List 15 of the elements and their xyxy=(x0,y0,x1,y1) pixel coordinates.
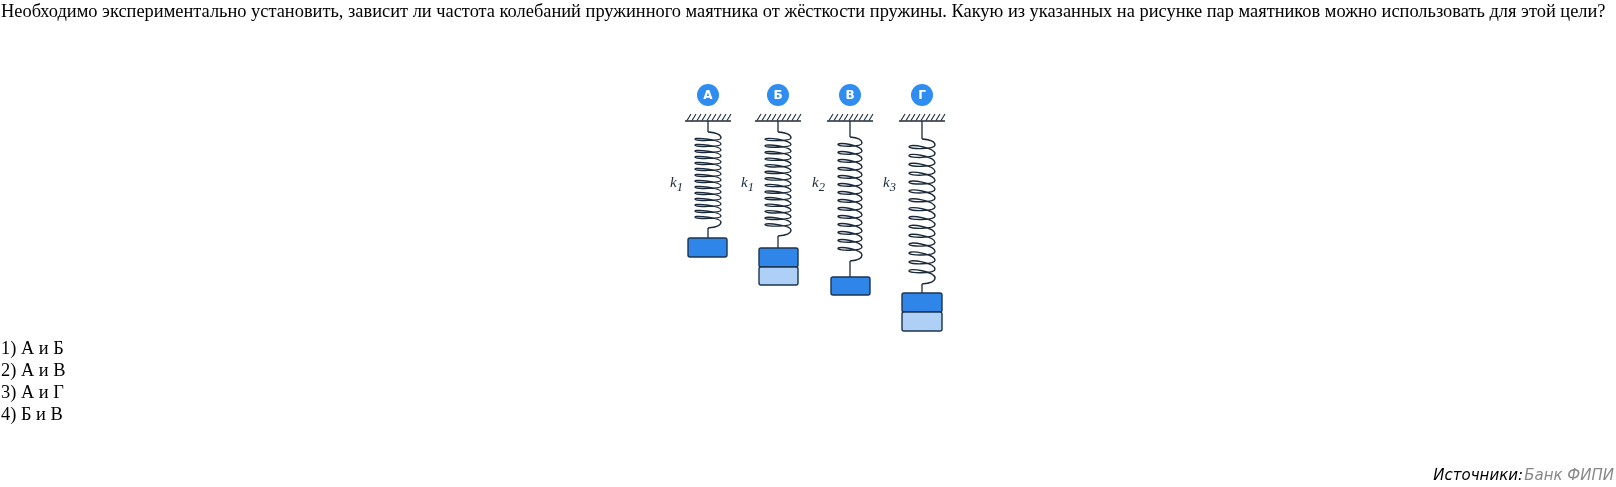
source-label: Источники: xyxy=(1433,466,1523,484)
answer-option: 2) А и В xyxy=(1,360,66,381)
letter-badge: Б xyxy=(767,84,789,106)
answer-option: 3) А и Г xyxy=(1,382,64,403)
answer-option: 4) Б и В xyxy=(1,404,63,425)
stiffness-label: k$_{1}$ xyxy=(670,174,683,196)
letter-badge: А xyxy=(697,84,719,106)
stiffness-label: k$_{1}$ xyxy=(741,174,754,196)
stiffness-label: k$_{3}$ xyxy=(883,174,896,196)
question-text: Необходимо экспериментально установить, зависит ли частота колебаний пружинного маятника от жёсткости пружины. Какую из указанных на рисунке пар маятников можно использовать для этой цели? xyxy=(1,1,1607,22)
letter-badge: Г xyxy=(911,84,933,106)
source-name: Банк ФИПИ xyxy=(1524,466,1614,484)
answer-option: 1) А и Б xyxy=(1,338,64,359)
stiffness-label: k$_{2}$ xyxy=(812,174,825,196)
letter-badge: В xyxy=(839,84,861,106)
